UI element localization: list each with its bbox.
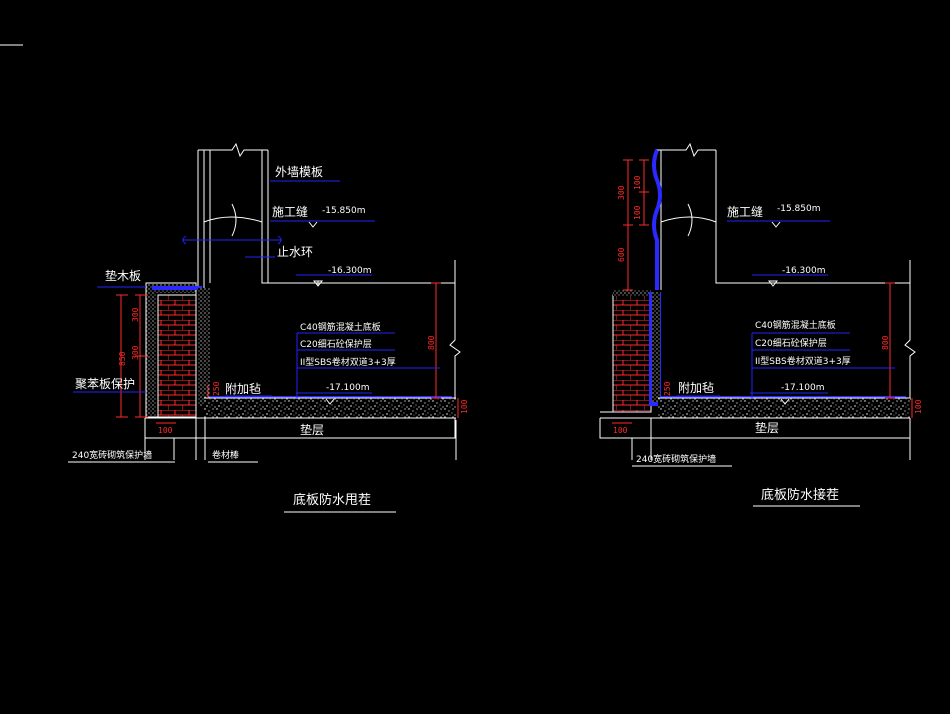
right-dim-600: 600: [617, 247, 626, 262]
right-dim-250: 250: [663, 381, 672, 396]
left-elev-2: -16.300m: [328, 266, 372, 276]
right-label-joint: 施工缝: [727, 204, 763, 219]
left-dim-250: 250: [212, 381, 221, 396]
left-note-2: C20细石砼保护层: [300, 338, 372, 350]
eps-board: [146, 283, 156, 417]
left-label-formwork: 外墙模板: [275, 165, 323, 179]
left-label-wall: 240宽砖砌筑保护墙: [72, 449, 152, 461]
right-note-2: C20细石砼保护层: [755, 337, 827, 349]
right-dim-100b: 100: [633, 205, 642, 220]
brick-wall-right: [613, 295, 651, 412]
fine-concrete-layer: [204, 398, 456, 418]
right-elev-1: -15.850m: [777, 204, 821, 214]
left-label-cushion: 垫层: [300, 422, 324, 437]
left-label-joint: 施工缝: [272, 204, 308, 219]
right-dim-100c: 100: [613, 426, 628, 435]
right-label-additional: 附加毡: [678, 381, 714, 395]
left-dim-800: 800: [427, 335, 436, 350]
right-elev-2: -16.300m: [782, 266, 826, 276]
left-title: 底板防水甩茬: [293, 492, 371, 508]
left-elev-3: -17.100m: [326, 383, 370, 393]
right-label-cushion: 垫层: [755, 420, 779, 435]
right-elev-3: -17.100m: [781, 383, 825, 393]
left-label-ring: 止水环: [277, 245, 313, 259]
brick-wall: [158, 295, 196, 417]
left-label-additional: 附加毡: [225, 382, 261, 396]
right-dim-800: 800: [881, 335, 890, 350]
right-note-3: II型SBS卷材双道3+3厚: [755, 355, 851, 367]
left-dim-300a: 300: [131, 307, 140, 322]
left-note-3: II型SBS卷材双道3+3厚: [300, 356, 396, 368]
left-label-woodboard: 垫木板: [105, 268, 141, 283]
left-dim-100: 100: [158, 426, 173, 435]
right-dim-100d: 100: [914, 399, 923, 414]
left-note-1: C40钢筋混凝土底板: [300, 321, 381, 333]
left-dim-850: 850: [118, 351, 127, 366]
left-label-eps: 聚苯板保护: [75, 377, 135, 391]
right-dim-300: 300: [617, 185, 626, 200]
detail-left: [68, 142, 461, 513]
left-dim-300b: 300: [131, 345, 140, 360]
right-title: 底板防水接茬: [761, 487, 839, 503]
right-label-wall: 240宽砖砌筑保护墙: [636, 453, 716, 465]
right-dim-100a: 100: [633, 175, 642, 190]
fine-concrete-layer-right: [658, 398, 910, 418]
detail-right: [599, 142, 916, 507]
right-note-1: C40钢筋混凝土底板: [755, 319, 836, 331]
membrane-stub: [652, 149, 662, 290]
left-label-rollbar: 卷材棒: [212, 449, 239, 461]
left-elev-1: -15.850m: [322, 206, 366, 216]
left-dim-100b: 100: [460, 399, 469, 414]
